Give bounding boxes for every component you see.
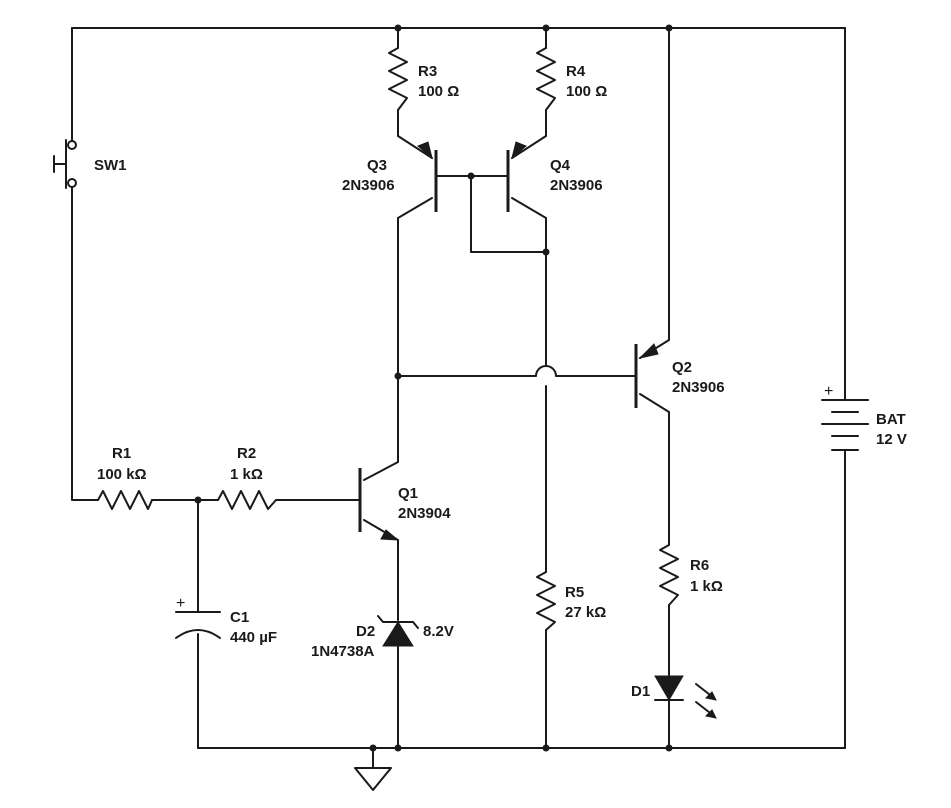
wire-q2-base [397, 365, 633, 377]
resistor-zigzag [536, 571, 556, 631]
wire-r4-q4-emitter [511, 109, 547, 159]
junction-dot [542, 744, 550, 752]
resistor-r3: R3 100 Ω [388, 47, 459, 111]
junction-dot [467, 172, 475, 180]
battery-bat: + BAT 12 V [821, 383, 907, 451]
r6-ref: R6 [690, 557, 709, 574]
diode-triangle [382, 621, 414, 647]
bat-value: 12 V [876, 431, 907, 448]
switch-contact-bottom [67, 178, 77, 188]
wire-q2-collector [639, 393, 670, 546]
r2-value: 1 kΩ [230, 466, 263, 483]
q1-ref: Q1 [398, 485, 418, 502]
r5-ref: R5 [565, 584, 584, 601]
wires [71, 27, 846, 769]
wire-q2-emitter [639, 27, 670, 359]
led-d1: D1 [631, 675, 717, 719]
transistor-q4: Q4 2N3906 [503, 141, 603, 212]
wire-mirror-tie [470, 175, 547, 253]
bat-ref: BAT [876, 411, 906, 428]
led-emission-arrow-1 [704, 691, 717, 701]
resistor-r5: R5 27 kΩ [536, 571, 606, 631]
resistor-zigzag [659, 544, 679, 606]
resistor-r6: R6 1 kΩ [659, 544, 723, 606]
q4-value: 2N3906 [550, 177, 603, 194]
r3-value: 100 Ω [418, 83, 459, 100]
resistor-r2: R2 1 kΩ [217, 445, 277, 510]
capacitor-c1: + C1 440 µF [175, 595, 277, 646]
switch-sw1: SW1 [53, 139, 127, 189]
d2-value: 1N4738A [311, 643, 375, 660]
wire-q4-collector-upper [511, 197, 547, 367]
resistor-zigzag [217, 490, 277, 510]
r4-ref: R4 [566, 63, 586, 80]
transistor-q1: Q1 2N3904 [358, 468, 451, 541]
emitter-arrow [638, 343, 659, 359]
resistor-zigzag [536, 47, 556, 111]
emitter-arrow [511, 141, 527, 160]
resistor-r1: R1 100 kΩ [97, 445, 153, 510]
resistor-zigzag [97, 490, 153, 510]
d2-ref: D2 [356, 623, 375, 640]
r4-value: 100 Ω [566, 83, 607, 100]
junction-dot [542, 248, 550, 256]
junction-dot [369, 744, 377, 752]
zener-d2: D2 1N4738A 8.2V [311, 615, 454, 660]
q2-value: 2N3906 [672, 379, 725, 396]
c1-ref: C1 [230, 609, 249, 626]
r6-value: 1 kΩ [690, 578, 723, 595]
led-emission-arrow-2 [704, 709, 717, 719]
c1-polarity: + [176, 595, 185, 612]
junctions [194, 24, 673, 752]
d2-voltage: 8.2V [423, 623, 454, 640]
q4-ref: Q4 [550, 157, 571, 174]
emitter-arrow [417, 141, 433, 160]
resistor-zigzag [388, 47, 408, 111]
transistor-q3: Q3 2N3906 [342, 141, 441, 212]
q1-value: 2N3904 [398, 505, 451, 522]
r2-ref: R2 [237, 445, 256, 462]
wire-q3-collector [397, 197, 433, 463]
junction-dot [394, 372, 402, 380]
junction-dot [665, 744, 673, 752]
junction-dot [394, 24, 402, 32]
junction-dot [194, 496, 202, 504]
zener-cathode-bar [377, 615, 419, 629]
switch-contact-top [67, 140, 77, 150]
q2-ref: Q2 [672, 359, 692, 376]
diode-triangle [654, 675, 684, 701]
emitter-arrow [380, 529, 400, 541]
sw1-ref: SW1 [94, 157, 127, 174]
switch-button-stem [53, 155, 67, 173]
junction-dot [542, 24, 550, 32]
resistor-r4: R4 100 Ω [536, 47, 607, 111]
ground-icon [354, 767, 392, 791]
transistor-q2: Q2 2N3906 [631, 343, 725, 408]
bat-polarity: + [824, 383, 833, 400]
r3-ref: R3 [418, 63, 437, 80]
junction-dot [665, 24, 673, 32]
ground-symbol [354, 767, 392, 791]
q3-value: 2N3906 [342, 177, 395, 194]
r1-value: 100 kΩ [97, 466, 147, 483]
wire-left-rail-lower [71, 187, 99, 501]
junction-dot [394, 744, 402, 752]
d1-ref: D1 [631, 683, 650, 700]
wire-q1-collector [363, 461, 399, 481]
q3-ref: Q3 [367, 157, 387, 174]
capacitor-plate-negative [175, 629, 221, 639]
wire-r3-q3-emitter [397, 109, 433, 159]
wire-q1-emitter [363, 519, 399, 621]
r5-value: 27 kΩ [565, 604, 606, 621]
c1-value: 440 µF [230, 629, 277, 646]
r1-ref: R1 [112, 445, 131, 462]
